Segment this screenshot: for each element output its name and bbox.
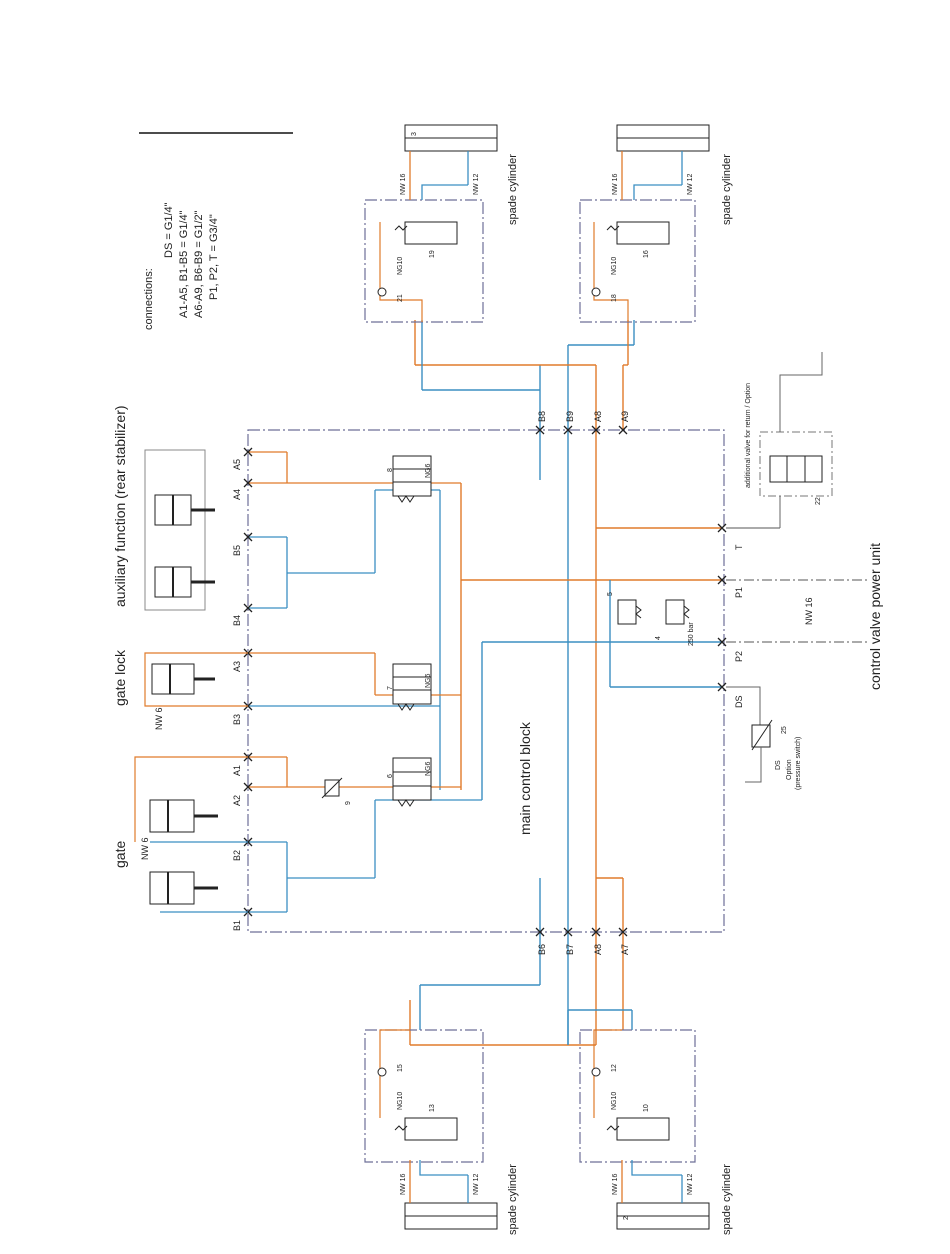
aux-label: auxiliary function (rear stabilizer)	[112, 405, 128, 607]
port-DS: DS	[734, 695, 744, 708]
svg-text:NW 6: NW 6	[140, 838, 150, 861]
power-unit-lines: NW 16 control valve power unit	[726, 527, 883, 690]
svg-text:5: 5	[607, 592, 614, 596]
port-A9: A9	[620, 411, 630, 422]
port-B3: B3	[232, 714, 242, 725]
svg-text:connections:: connections:	[143, 268, 155, 330]
spade-unit-bottom-right: 12 NG10 10 NW 16 NW 12 2 spade cylinder	[579, 1029, 733, 1235]
connections-note: connections: DS = G1/4" A1-A5, B1-B5 = G…	[143, 202, 220, 330]
svg-text:P1, P2, T = G3/4": P1, P2, T = G3/4"	[208, 214, 220, 300]
svg-text:NW 16: NW 16	[612, 1174, 619, 1196]
port-marks: A5 A4 B5 B4 A3 B3 A1 A2 B2 B1 B8 B9 A8 A…	[232, 411, 744, 955]
aux-cylinders: auxiliary function (rear stabilizer)	[112, 405, 215, 611]
pressure-valve-4: 4 250 bar	[655, 599, 695, 646]
spade-label-4: spade cylinder	[721, 1164, 733, 1235]
svg-text:15: 15	[397, 1064, 404, 1072]
valve-7: 7 NG6	[387, 663, 432, 711]
svg-text:NW 12: NW 12	[687, 1174, 694, 1196]
left-circuits	[248, 451, 482, 913]
svg-text:NG10: NG10	[397, 257, 404, 275]
svg-text:2: 2	[623, 1216, 630, 1220]
gate-lock-label: gate lock	[112, 649, 128, 706]
svg-text:NG10: NG10	[397, 1092, 404, 1110]
additional-valve-22: additional valve for return / Option 22	[745, 352, 833, 528]
port-A8-top: A8	[593, 411, 603, 422]
port-A8-bottom: A8	[593, 944, 603, 955]
svg-text:(pressure switch): (pressure switch)	[795, 737, 802, 790]
port-B1: B1	[232, 920, 242, 931]
port-B4: B4	[232, 615, 242, 626]
port-A7: A7	[620, 944, 630, 955]
valve-6: 6 NG6	[387, 757, 432, 807]
svg-text:NW 16: NW 16	[612, 174, 619, 196]
svg-text:A1-A5, B1-B5 = G1/4": A1-A5, B1-B5 = G1/4"	[178, 210, 190, 318]
gate-cylinders: gate NW 6	[112, 756, 248, 913]
svg-text:NW 16: NW 16	[400, 174, 407, 196]
svg-text:NW 6: NW 6	[154, 708, 164, 731]
valve-8: 8 NG6	[387, 455, 432, 503]
power-unit-label: control valve power unit	[867, 543, 883, 690]
svg-text:21: 21	[397, 294, 404, 302]
svg-text:NG6: NG6	[425, 674, 432, 689]
throttle-9: 9	[321, 777, 352, 805]
svg-text:additional valve for return /: additional valve for return / Option	[745, 383, 752, 488]
port-A4: A4	[232, 489, 242, 500]
svg-text:7: 7	[387, 686, 394, 690]
svg-text:8: 8	[387, 468, 394, 472]
svg-text:19: 19	[429, 250, 436, 258]
spade-unit-top-left: 3 NW 16 NW 12 19 NG10 21 spade cylinder	[364, 124, 519, 323]
svg-text:13: 13	[429, 1104, 436, 1112]
gate-lock-cylinder: gate lock NW 6	[112, 649, 248, 730]
svg-text:9: 9	[345, 801, 352, 805]
svg-text:12: 12	[611, 1064, 618, 1072]
gate-label: gate	[112, 841, 128, 868]
port-P2: P2	[734, 651, 744, 662]
svg-text:A6-A9, B6-B9 = G1/2": A6-A9, B6-B9 = G1/2"	[193, 210, 205, 318]
svg-text:DS = G1/4": DS = G1/4"	[163, 202, 175, 258]
svg-text:3: 3	[411, 132, 418, 136]
pressure-valve-5: 5	[607, 592, 642, 625]
svg-text:18: 18	[611, 294, 618, 302]
port-A1: A1	[232, 765, 242, 776]
spade-unit-bottom-left: 15 NG10 13 NW 16 NW 12 spade cylinder	[364, 1029, 519, 1235]
svg-text:16: 16	[643, 250, 650, 258]
main-control-block-outline	[247, 429, 725, 933]
svg-text:NW 16: NW 16	[400, 1174, 407, 1196]
svg-text:NW 12: NW 12	[473, 174, 480, 196]
svg-text:22: 22	[815, 497, 822, 505]
spade-label-3: spade cylinder	[507, 1164, 519, 1235]
svg-text:10: 10	[643, 1104, 650, 1112]
port-B9: B9	[565, 411, 575, 422]
svg-text:NW 12: NW 12	[687, 174, 694, 196]
svg-text:DS: DS	[775, 760, 782, 770]
svg-text:NG10: NG10	[611, 257, 618, 275]
main-lines	[409, 320, 722, 1046]
port-A2: A2	[232, 795, 242, 806]
spade-unit-top-right: NW 16 NW 12 16 NG10 18 spade cylinder	[579, 124, 733, 323]
svg-text:Option: Option	[786, 759, 793, 780]
port-B6: B6	[537, 944, 547, 955]
main-control-block-label: main control block	[517, 721, 533, 835]
port-P1: P1	[734, 587, 744, 598]
svg-text:6: 6	[387, 774, 394, 778]
spade-label-1: spade cylinder	[507, 154, 519, 225]
port-B8: B8	[537, 411, 547, 422]
port-A3: A3	[232, 661, 242, 672]
port-B7: B7	[565, 944, 575, 955]
svg-text:25: 25	[781, 726, 788, 734]
port-T: T	[734, 544, 744, 550]
port-B2: B2	[232, 850, 242, 861]
port-B5: B5	[232, 545, 242, 556]
svg-text:NW 16: NW 16	[804, 597, 814, 625]
svg-text:250 bar: 250 bar	[688, 622, 695, 646]
svg-text:NG10: NG10	[611, 1092, 618, 1110]
port-A5: A5	[232, 459, 242, 470]
pressure-switch-25: 25 DS Option (pressure switch)	[726, 686, 802, 790]
svg-text:NG6: NG6	[425, 762, 432, 777]
svg-text:4: 4	[655, 636, 662, 640]
spade-label-2: spade cylinder	[721, 154, 733, 225]
svg-text:NG6: NG6	[425, 464, 432, 479]
svg-text:NW 12: NW 12	[473, 1174, 480, 1196]
